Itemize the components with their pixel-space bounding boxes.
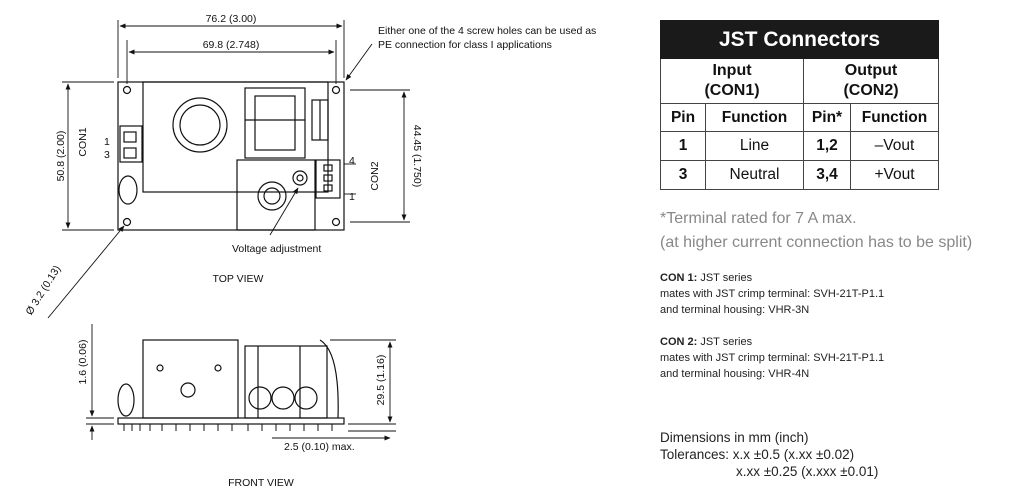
con1-title: CON 1: bbox=[660, 272, 698, 284]
col-function-header: Function bbox=[705, 103, 804, 132]
screw-hole bbox=[331, 217, 341, 227]
con2-label: CON2 bbox=[369, 161, 381, 190]
con1-connector bbox=[119, 125, 143, 163]
dim-width-overall: 76.2 (3.00) bbox=[206, 13, 257, 25]
screw-hole bbox=[331, 85, 341, 95]
dim-height-holes: 44.45 (1.750) bbox=[411, 125, 423, 187]
con2-connector bbox=[315, 159, 341, 199]
output-group-line1: Output bbox=[844, 62, 898, 79]
output-capacitor bbox=[257, 181, 287, 211]
tolerance-line1: Tolerances: x.x ±0.5 (x.xx ±0.02) bbox=[660, 447, 855, 462]
con1-pin-top: 1 bbox=[104, 136, 110, 148]
front-view-label: FRONT VIEW bbox=[228, 477, 294, 489]
con1-terminal: mates with JST crimp terminal: SVH-21T-P… bbox=[660, 288, 885, 300]
con2-description: CON 2: JST series mates with JST crimp t… bbox=[660, 334, 884, 382]
output-function-cell: +Vout bbox=[850, 160, 939, 190]
front-view bbox=[117, 339, 345, 431]
top-view bbox=[117, 81, 345, 231]
screw-hole bbox=[122, 217, 132, 227]
con2-pin-bottom: 1 bbox=[349, 191, 355, 203]
dim-height-overall: 50.8 (2.00) bbox=[55, 131, 67, 182]
con2-terminal: mates with JST crimp terminal: SVH-21T-P… bbox=[660, 352, 885, 364]
con1-series: JST series bbox=[697, 272, 753, 284]
output-pin-cell: 3,4 bbox=[803, 160, 851, 190]
input-function-cell: Neutral bbox=[705, 160, 804, 190]
capacitor bbox=[172, 97, 228, 153]
terminal-rating-note: *Terminal rated for 7 A max. bbox=[660, 210, 857, 227]
con2-title: CON 2: bbox=[660, 336, 698, 348]
heatsink-side bbox=[142, 339, 239, 419]
screw-hole-note-line2: PE connection for class I applications bbox=[378, 39, 552, 51]
dim-hole-diameter: Ø 3.2 (0.13) bbox=[24, 263, 64, 317]
dim-pcb-thickness: 1.6 (0.06) bbox=[77, 340, 89, 385]
voltage-pot bbox=[292, 170, 308, 186]
input-group-header: Input (CON1) bbox=[660, 58, 804, 104]
output-pin-cell: 1,2 bbox=[803, 131, 851, 161]
con1-housing: and terminal housing: VHR-3N bbox=[660, 304, 810, 316]
pcb-edge bbox=[117, 417, 345, 425]
output-group-line2: (CON2) bbox=[843, 82, 899, 99]
table-row: 3 Neutral 3,4 +Vout bbox=[660, 160, 939, 190]
con1-label: CON1 bbox=[77, 127, 89, 156]
transformer bbox=[244, 87, 306, 159]
con2-pin-top: 4 bbox=[349, 155, 355, 167]
dim-pin-length: 2.5 (0.10) max. bbox=[284, 441, 355, 453]
pcb-outline bbox=[117, 81, 345, 231]
output-function-cell: –Vout bbox=[850, 131, 939, 161]
table-title: JST Connectors bbox=[660, 20, 939, 59]
output-group-header: Output (CON2) bbox=[803, 58, 939, 104]
input-pin-cell: 3 bbox=[660, 160, 706, 190]
input-group-line1: Input bbox=[712, 62, 752, 79]
dimensions-units: Dimensions in mm (inch) bbox=[660, 430, 809, 445]
con2-housing: and terminal housing: VHR-4N bbox=[660, 368, 810, 380]
col-pin-header: Pin bbox=[660, 103, 706, 132]
dim-width-holes: 69.8 (2.748) bbox=[203, 39, 260, 51]
dim-front-height: 29.5 (1.16) bbox=[375, 355, 387, 406]
input-function-cell: Line bbox=[705, 131, 804, 161]
top-view-label: TOP VIEW bbox=[213, 273, 264, 285]
con1-pin-bottom: 3 bbox=[104, 149, 110, 161]
terminal-split-note: (at higher current connection has to be … bbox=[660, 234, 973, 251]
col-pin-star-header: Pin* bbox=[803, 103, 851, 132]
table-row: 1 Line 1,2 –Vout bbox=[660, 131, 939, 161]
input-pin-cell: 1 bbox=[660, 131, 706, 161]
con2-series: JST series bbox=[697, 336, 753, 348]
screw-hole-note-line1: Either one of the 4 screw holes can be u… bbox=[378, 25, 596, 37]
input-group-line2: (CON1) bbox=[704, 82, 760, 99]
jst-connectors-table: JST Connectors Input (CON1) Output (CON2… bbox=[660, 20, 939, 190]
tolerance-line2: x.xx ±0.25 (x.xxx ±0.01) bbox=[736, 464, 879, 479]
mechanical-drawing: 76.2 (3.00) 69.8 (2.748) 50.8 (2.00) 44.… bbox=[24, 13, 597, 489]
screw-hole bbox=[122, 85, 132, 95]
col-function2-header: Function bbox=[850, 103, 939, 132]
voltage-adjustment-label: Voltage adjustment bbox=[232, 243, 321, 255]
con1-description: CON 1: JST series mates with JST crimp t… bbox=[660, 270, 884, 318]
